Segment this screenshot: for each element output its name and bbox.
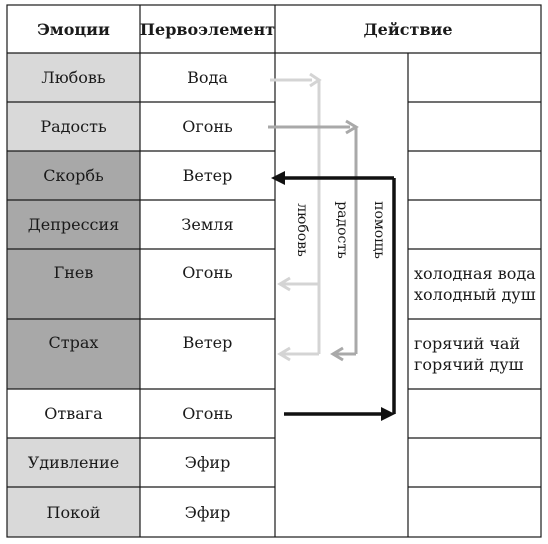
element-calm: Эфир	[184, 502, 231, 522]
note-fear-line-1: горячий чай	[414, 334, 521, 353]
emotion-calm: Покой	[7, 487, 140, 537]
help-arrow	[280, 176, 396, 416]
note-anger-line-2: холодный душ	[414, 285, 536, 304]
note-anger: холодная вода холодный душ	[408, 249, 541, 319]
table-grid	[6, 4, 542, 538]
emotion-joy: Радость	[7, 102, 140, 151]
emotion-sorrow: Скорбь	[7, 151, 140, 200]
emotion-fear: Страх	[7, 319, 140, 389]
joy-arrow-label: радость	[334, 201, 350, 259]
element-fear: Ветер	[182, 333, 233, 352]
emotion-surprise: Удивление	[7, 438, 140, 487]
emotion-courage: Отвага	[44, 404, 103, 423]
joy-arrowhead-fear	[330, 346, 344, 362]
emotion-anger: Гнев	[7, 249, 140, 319]
header-emotions: Эмоции	[37, 19, 110, 39]
header-action: Действие	[363, 19, 453, 39]
element-love: Вода	[187, 68, 228, 87]
element-sorrow: Ветер	[182, 166, 233, 185]
joy-arrow	[268, 119, 359, 362]
help-arrowhead-courage	[381, 407, 395, 421]
love-arrowhead-anger	[277, 276, 291, 292]
element-joy: Огонь	[182, 117, 233, 136]
header-element: Первоэлемент	[139, 19, 276, 39]
note-fear-line-2: горячий душ	[414, 355, 524, 374]
help-arrowhead-sorrow	[271, 171, 285, 185]
element-surprise: Эфир	[184, 453, 231, 472]
emotion-love: Любовь	[7, 53, 140, 102]
element-depression: Земля	[181, 215, 234, 234]
note-anger-line-1: холодная вода	[414, 264, 536, 283]
element-courage: Огонь	[182, 404, 233, 423]
emotion-depression: Депрессия	[7, 200, 140, 249]
love-arrow-label: любовь	[294, 203, 310, 257]
love-arrowhead-fear	[277, 346, 291, 362]
note-fear: горячий чай горячий душ	[408, 319, 541, 389]
element-anger: Огонь	[182, 263, 233, 282]
help-arrow-label: помощь	[371, 201, 387, 259]
table-border	[6, 4, 542, 538]
